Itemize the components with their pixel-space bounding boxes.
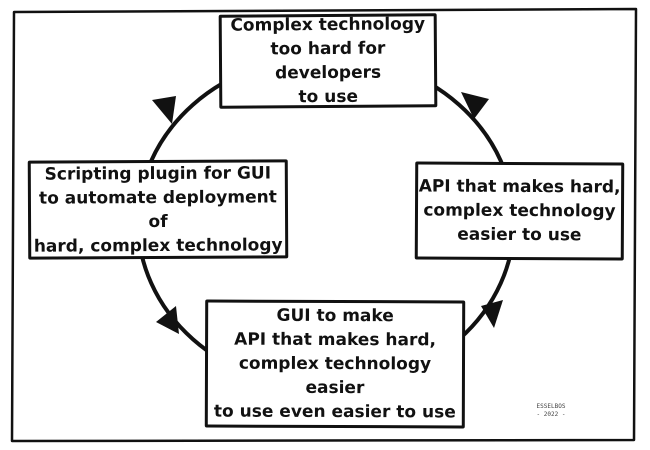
step-text-left: Scripting plugin for GUI to automate dep… (33, 162, 283, 257)
arrow-top-left-icon (152, 96, 176, 124)
arrow-top-right-icon (461, 92, 489, 119)
step-text-bottom: GUI to make API that makes hard, complex… (213, 305, 456, 423)
outer-frame (10, 7, 638, 443)
signature-year: - 2022 - (536, 411, 566, 418)
step-box-left: Scripting plugin for GUI to automate dep… (27, 159, 289, 260)
author-signature: ESSELBOS - 2022 - (531, 403, 571, 419)
step-box-bottom: GUI to make API that makes hard, complex… (204, 299, 466, 429)
step-text-right: API that makes hard, complex technology … (418, 176, 621, 246)
signature-name: ESSELBOS (536, 403, 566, 410)
step-text-top: Complex technology too hard for develope… (230, 14, 426, 108)
arrow-bottom-right-icon (481, 300, 503, 328)
step-box-right: API that makes hard, complex technology … (414, 161, 625, 261)
step-box-top: Complex technology too hard for develope… (218, 13, 438, 109)
arrow-bottom-left-icon (156, 306, 179, 334)
